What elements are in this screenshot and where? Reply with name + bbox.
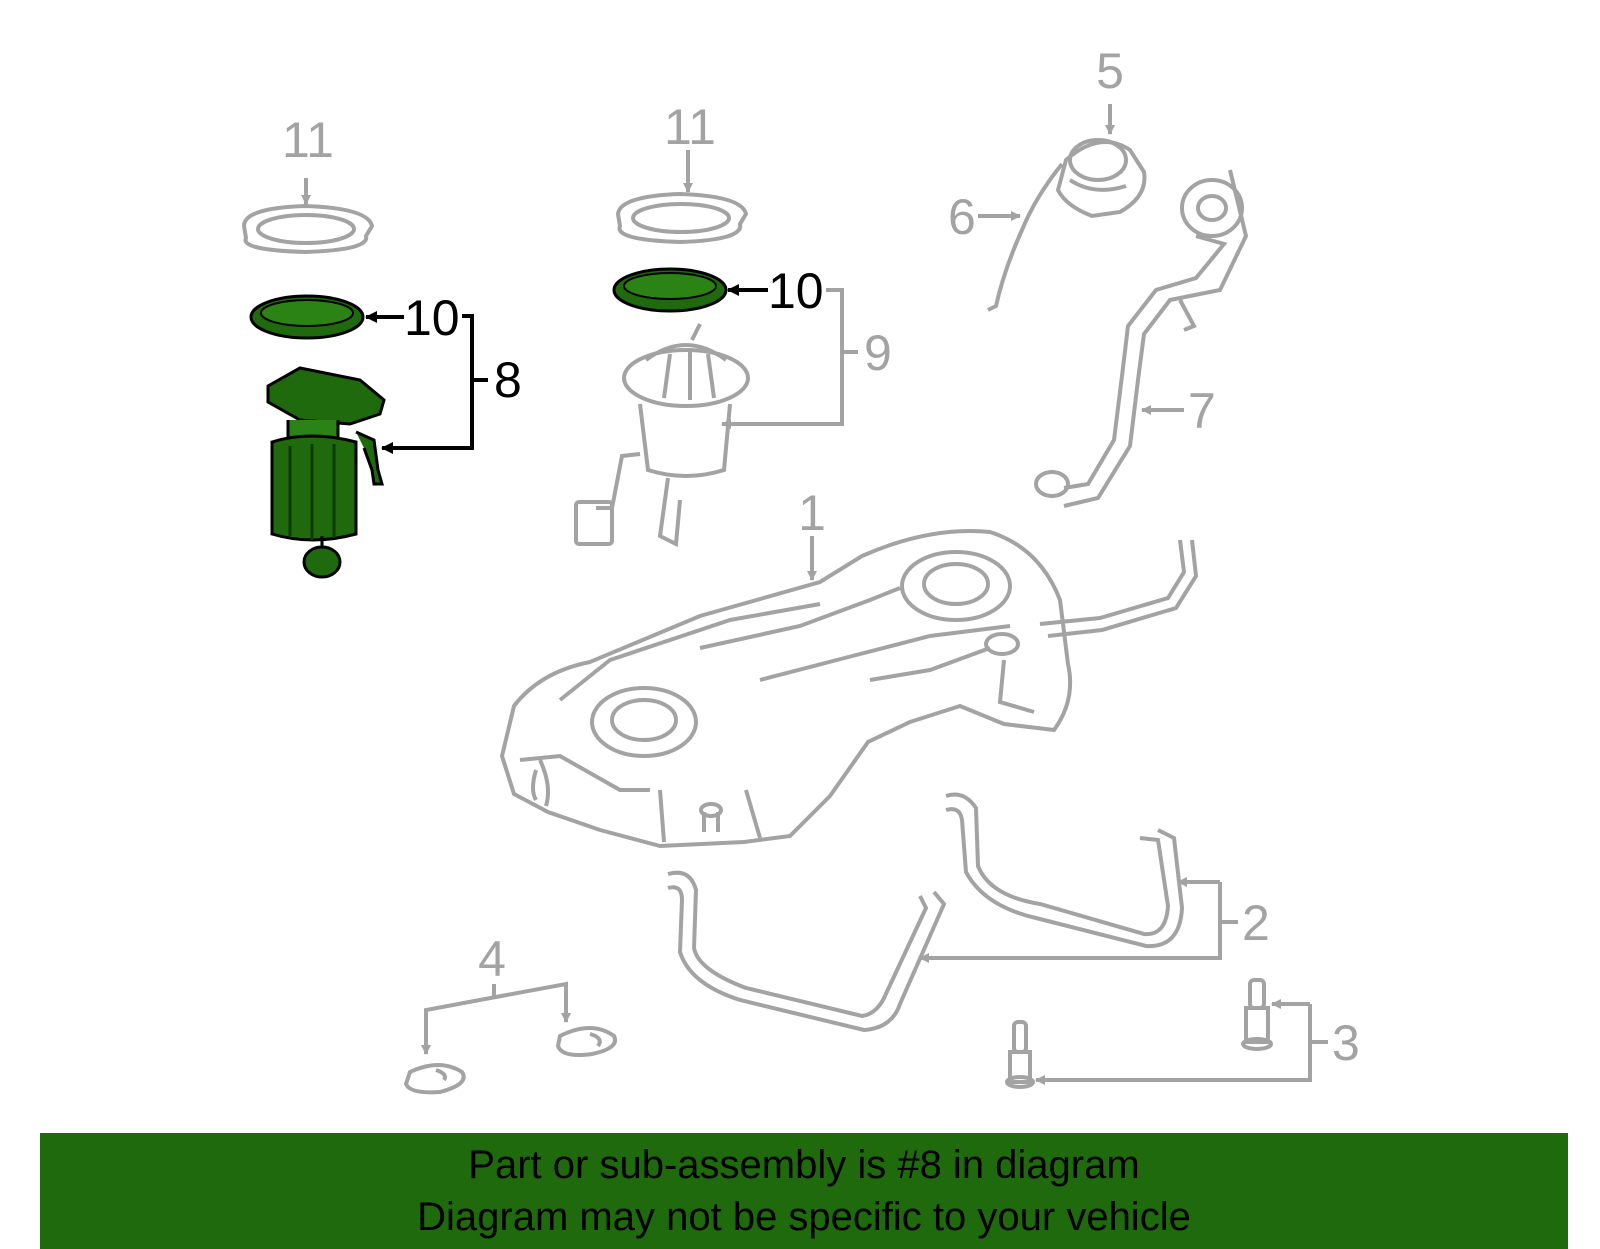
filler-pipe[interactable] bbox=[1034, 169, 1249, 508]
callout-2: 2 bbox=[1242, 895, 1270, 951]
callout-10-left: 10 bbox=[404, 290, 460, 346]
callout-5: 5 bbox=[1096, 43, 1124, 99]
callout-4: 4 bbox=[478, 931, 506, 987]
callout-11-center: 11 bbox=[664, 99, 716, 155]
leader-3 bbox=[1035, 999, 1328, 1085]
bolt-right[interactable] bbox=[1241, 978, 1273, 1051]
fuel-pump-module[interactable] bbox=[266, 366, 386, 579]
callout-3: 3 bbox=[1332, 1015, 1360, 1071]
callout-9: 9 bbox=[864, 325, 892, 381]
banner-line-2: Diagram may not be specific to your vehi… bbox=[417, 1195, 1191, 1239]
cap-tether[interactable] bbox=[987, 162, 1064, 312]
lock-ring-left[interactable] bbox=[241, 203, 375, 255]
callout-7: 7 bbox=[1188, 383, 1216, 439]
leader-9 bbox=[721, 288, 858, 429]
fuel-cap[interactable] bbox=[1055, 138, 1147, 219]
leader-8 bbox=[381, 314, 488, 454]
callout-6: 6 bbox=[948, 189, 976, 245]
shield-right[interactable] bbox=[555, 1026, 617, 1057]
callout-1: 1 bbox=[798, 485, 826, 541]
leader-2 bbox=[919, 877, 1238, 963]
bolt-left[interactable] bbox=[1005, 1020, 1035, 1089]
callout-10-center: 10 bbox=[768, 263, 824, 319]
lock-ring-center[interactable] bbox=[615, 191, 749, 245]
tank-strap-front[interactable] bbox=[667, 870, 947, 1033]
seal-center[interactable] bbox=[612, 267, 728, 313]
fuel-pump-assembly[interactable] bbox=[574, 323, 750, 548]
callout-11-left: 11 bbox=[282, 112, 334, 168]
tank-strap-rear[interactable] bbox=[945, 792, 1185, 949]
banner-line-1: Part or sub-assembly is #8 in diagram bbox=[468, 1143, 1140, 1187]
info-banner: Part or sub-assembly is #8 in diagram Di… bbox=[40, 1133, 1568, 1249]
seal-left[interactable] bbox=[249, 294, 365, 340]
fuel-tank[interactable] bbox=[499, 529, 1199, 849]
callout-8: 8 bbox=[494, 352, 522, 408]
shield-left[interactable] bbox=[403, 1063, 466, 1095]
leader-4 bbox=[421, 981, 571, 1055]
parts-diagram: 11 10 8 11 10 bbox=[241, 43, 1360, 1095]
